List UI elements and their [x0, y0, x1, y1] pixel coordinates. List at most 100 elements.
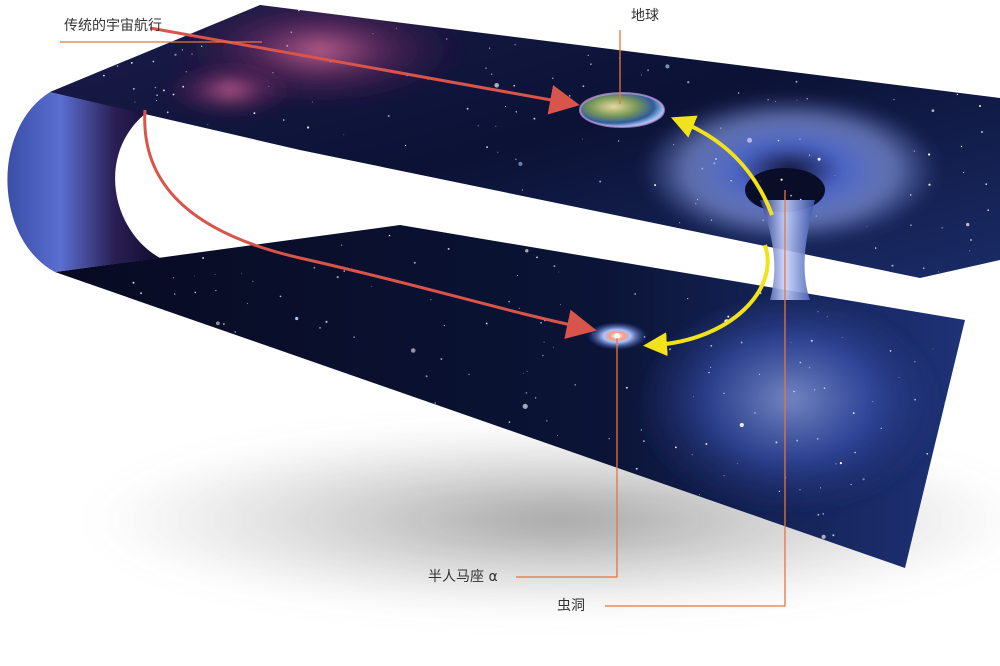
wormhole-shortcut-arrows [643, 115, 774, 357]
background-star [181, 424, 184, 426]
background-star [188, 164, 191, 166]
background-star [372, 33, 374, 35]
alpha-centauri-star [587, 322, 647, 350]
background-star [745, 265, 747, 267]
background-star [759, 180, 761, 182]
background-star [202, 257, 205, 259]
background-star [410, 348, 416, 353]
background-star [780, 178, 783, 181]
background-star [832, 534, 835, 537]
background-star [155, 100, 157, 102]
background-star [880, 427, 882, 430]
background-star [485, 67, 487, 69]
background-star [103, 74, 105, 77]
background-star [823, 387, 826, 390]
background-star [173, 277, 175, 279]
background-star [640, 429, 642, 431]
background-star [917, 305, 920, 308]
background-star [353, 336, 355, 338]
background-star [158, 138, 161, 141]
background-star [502, 229, 506, 232]
background-star [166, 111, 169, 114]
background-star [60, 520, 64, 525]
background-star [940, 457, 943, 459]
background-star [277, 203, 279, 205]
background-star [207, 234, 210, 237]
background-star [173, 293, 176, 295]
background-star [827, 275, 830, 278]
background-star [928, 183, 931, 186]
background-star [759, 373, 760, 375]
background-star [64, 496, 66, 498]
wormhole-throat [760, 200, 815, 300]
background-star [600, 225, 603, 227]
background-star [643, 440, 645, 442]
background-star [158, 126, 159, 127]
background-star [191, 242, 193, 244]
travel-arrow-lower [143, 109, 597, 339]
background-star [505, 106, 507, 108]
background-star [839, 462, 843, 465]
background-star [228, 353, 231, 356]
background-star [705, 443, 708, 445]
background-star [305, 214, 308, 217]
background-star [796, 99, 798, 101]
background-star [404, 144, 407, 147]
background-star [557, 435, 558, 436]
background-star [252, 280, 254, 282]
background-star [423, 409, 425, 411]
background-star [110, 409, 113, 412]
background-star [491, 73, 493, 75]
background-star [130, 62, 133, 64]
background-star [504, 219, 507, 221]
background-star [536, 256, 538, 259]
background-star [308, 372, 310, 374]
background-star [341, 244, 343, 246]
background-star [241, 272, 243, 274]
background-star [979, 105, 981, 107]
background-star [762, 219, 764, 221]
background-star [778, 490, 781, 492]
background-star [94, 296, 96, 298]
background-star [194, 291, 197, 294]
background-star [553, 265, 556, 268]
background-star [194, 188, 197, 190]
background-star [163, 251, 165, 253]
background-star [774, 101, 776, 102]
background-star [229, 182, 231, 184]
background-star [816, 438, 819, 440]
background-star [961, 351, 964, 354]
background-star [687, 81, 690, 84]
background-star [494, 83, 500, 88]
label-alpha-centauri: 半人马座 α [428, 569, 498, 585]
background-star [605, 13, 608, 16]
background-star [430, 299, 432, 301]
background-star [590, 63, 592, 66]
background-star [145, 244, 147, 246]
background-star [305, 5, 307, 6]
background-star [808, 40, 811, 43]
background-star [179, 391, 182, 393]
background-star [466, 23, 471, 28]
background-star [533, 117, 536, 120]
label-traditional-travel: 传统的宇宙航行 [64, 18, 162, 34]
background-star [163, 203, 166, 206]
background-star [708, 371, 710, 374]
background-star [194, 242, 197, 244]
background-star [212, 241, 214, 243]
background-star [674, 25, 676, 27]
background-star [176, 229, 178, 231]
background-star [910, 224, 912, 226]
background-star [190, 226, 193, 228]
background-star [386, 185, 388, 187]
background-star [852, 412, 855, 415]
background-star [497, 151, 499, 153]
background-star [242, 395, 248, 401]
background-star [191, 53, 193, 55]
background-star [122, 34, 123, 36]
background-star [246, 303, 248, 305]
background-star [914, 398, 916, 401]
background-star [817, 311, 819, 313]
background-star [910, 56, 915, 62]
background-star [826, 316, 828, 318]
